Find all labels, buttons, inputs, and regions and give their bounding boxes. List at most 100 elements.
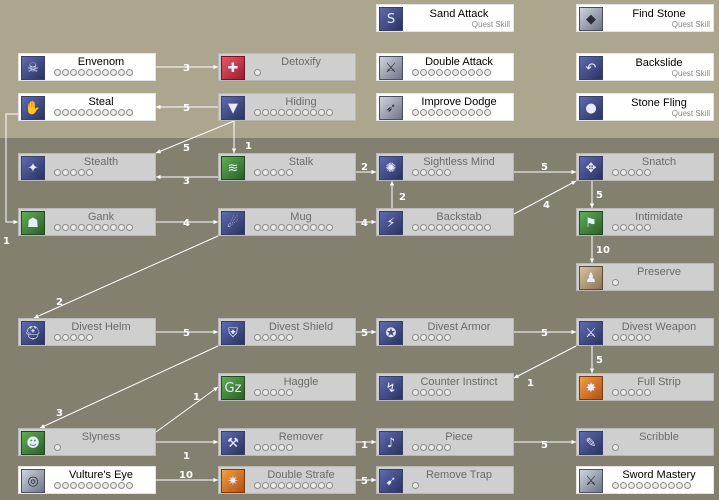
level-pip <box>54 169 61 176</box>
skill-remove-trap[interactable]: ➹Remove Trap <box>376 466 514 494</box>
skill-level-pips <box>612 482 692 492</box>
level-pip <box>270 169 277 176</box>
scribble-icon: ✎ <box>579 431 603 455</box>
skill-divest-shield[interactable]: ⛨Divest Shield <box>218 318 356 346</box>
level-pip <box>262 109 269 116</box>
skill-vultures-eye[interactable]: ◎Vulture's Eye <box>18 466 156 494</box>
skill-name: Double Strafe <box>267 469 335 481</box>
skill-divest-armor[interactable]: ✪Divest Armor <box>376 318 514 346</box>
skill-divest-weapon[interactable]: ⚔Divest Weapon <box>576 318 714 346</box>
level-pip <box>270 334 277 341</box>
skill-level-pips <box>54 69 134 79</box>
skill-name: Full Strip <box>637 376 681 388</box>
level-pip <box>428 169 435 176</box>
required-level-label: 5 <box>541 162 548 173</box>
skill-piece[interactable]: ♪Piece <box>376 428 514 456</box>
level-pip <box>102 482 109 489</box>
level-pip <box>54 334 61 341</box>
skill-envenom[interactable]: ☠Envenom <box>18 53 156 81</box>
double-strafe-icon: ✷ <box>221 469 245 493</box>
skill-preserve[interactable]: ♟Preserve <box>576 263 714 291</box>
skill-sword-mastery[interactable]: ⚔Sword Mastery <box>576 466 714 494</box>
skill-level-pips <box>412 169 452 179</box>
skill-improve-dodge[interactable]: ➶Improve Dodge <box>376 93 514 121</box>
level-pip <box>612 224 619 231</box>
level-pip <box>126 109 133 116</box>
skill-level-pips <box>612 444 620 454</box>
level-pip <box>444 69 451 76</box>
skill-name: Snatch <box>641 156 677 168</box>
level-pip <box>436 169 443 176</box>
level-pip <box>484 69 491 76</box>
skill-snatch[interactable]: ✥Snatch <box>576 153 714 181</box>
level-pip <box>62 69 69 76</box>
required-level-label: 1 <box>3 236 10 247</box>
skill-backstab[interactable]: ⚡Backstab <box>376 208 514 236</box>
skill-name: Remove Trap <box>425 469 493 481</box>
level-pip <box>262 482 269 489</box>
required-level-label: 1 <box>183 451 190 462</box>
level-pip <box>676 482 683 489</box>
skill-full-strip[interactable]: ✸Full Strip <box>576 373 714 401</box>
skill-intimidate[interactable]: ⚑Intimidate <box>576 208 714 236</box>
skill-level-pips <box>412 69 492 79</box>
level-pip <box>54 482 61 489</box>
skill-level-pips <box>412 482 420 492</box>
skill-name: Piece <box>445 431 473 443</box>
level-pip <box>636 334 643 341</box>
level-pip <box>254 389 261 396</box>
level-pip <box>86 109 93 116</box>
level-pip <box>452 224 459 231</box>
level-pip <box>70 224 77 231</box>
skill-counter-instinct[interactable]: ↯Counter Instinct <box>376 373 514 401</box>
level-pip <box>254 444 261 451</box>
level-pip <box>118 482 125 489</box>
level-pip <box>110 109 117 116</box>
level-pip <box>270 482 277 489</box>
required-level-label: 4 <box>183 218 190 229</box>
skill-steal[interactable]: ✋Steal <box>18 93 156 121</box>
level-pip <box>452 69 459 76</box>
level-pip <box>326 224 333 231</box>
skill-double-attack[interactable]: ⚔Double Attack <box>376 53 514 81</box>
level-pip <box>318 224 325 231</box>
level-pip <box>636 169 643 176</box>
required-level-label: 1 <box>245 141 252 152</box>
skill-level-pips <box>254 444 294 454</box>
skill-level-pips <box>254 389 294 399</box>
skill-link-arrowhead <box>571 439 576 445</box>
level-pip <box>310 482 317 489</box>
level-pip <box>412 389 419 396</box>
skill-sightless-mind[interactable]: ✺Sightless Mind <box>376 153 514 181</box>
skill-link-arrowhead <box>34 314 39 319</box>
required-level-label: 1 <box>527 378 534 389</box>
skill-stalk[interactable]: ≋Stalk <box>218 153 356 181</box>
skill-scribble[interactable]: ✎Scribble <box>576 428 714 456</box>
skill-name: Stone Fling <box>631 97 687 109</box>
slyness-icon: ☻ <box>21 431 45 455</box>
level-pip <box>452 109 459 116</box>
level-pip <box>86 169 93 176</box>
level-pip <box>126 224 133 231</box>
level-pip <box>94 224 101 231</box>
skill-level-pips <box>412 109 492 119</box>
skill-gank[interactable]: ☗Gank <box>18 208 156 236</box>
skill-level-pips <box>254 482 334 492</box>
skill-stealth[interactable]: ✦Stealth <box>18 153 156 181</box>
skill-divest-helm[interactable]: ⛑Divest Helm <box>18 318 156 346</box>
level-pip <box>86 482 93 489</box>
skill-detoxify[interactable]: ✚Detoxify <box>218 53 356 81</box>
skill-slyness[interactable]: ☻Slyness <box>18 428 156 456</box>
level-pip <box>54 224 61 231</box>
skill-level-pips <box>254 69 262 79</box>
skill-mug[interactable]: ☄Mug <box>218 208 356 236</box>
skill-double-strafe[interactable]: ✷ Double Strafe <box>218 466 356 494</box>
level-pip <box>428 69 435 76</box>
skill-hiding[interactable]: ▼Hiding <box>218 93 356 121</box>
skill-remover[interactable]: ⚒Remover <box>218 428 356 456</box>
